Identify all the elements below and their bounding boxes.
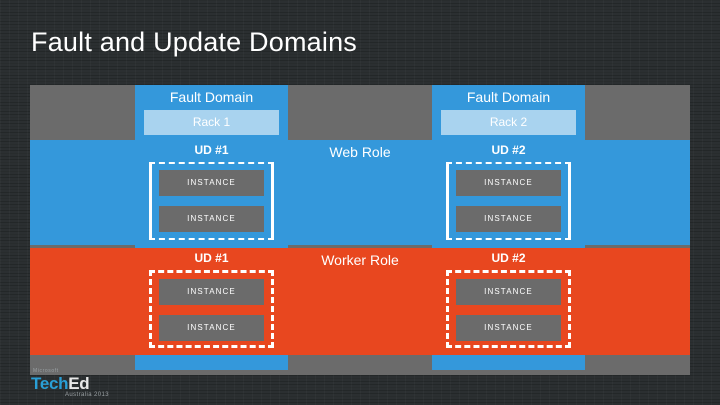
update-domain-group-ud1-worker: UD #1 INSTANCE INSTANCE — [135, 248, 288, 355]
logo-brand-text: Microsoft — [33, 368, 59, 374]
fault-domain-title: Fault Domain — [466, 89, 551, 105]
logo-wordmark: TechEd — [31, 374, 90, 394]
logo-wordmark-tech: Tech — [31, 374, 69, 393]
teched-logo: Microsoft TechEd Australia 2013 — [31, 368, 141, 401]
update-domain-group-ud2-web: UD #2 INSTANCE INSTANCE — [432, 140, 585, 245]
role-band-web: Web Role — [30, 140, 690, 245]
instance-container: INSTANCE INSTANCE — [446, 162, 571, 240]
update-domain-group-ud2-worker: UD #2 INSTANCE INSTANCE — [432, 248, 585, 355]
role-band-worker: Worker Role — [30, 248, 690, 355]
rack-band: Rack 2 — [441, 110, 576, 135]
update-domain-label: UD #2 — [491, 251, 526, 265]
instance-box: INSTANCE — [456, 206, 561, 232]
update-domain-label: UD #1 — [194, 143, 229, 157]
rack-label: Rack 1 — [192, 115, 231, 129]
instance-box: INSTANCE — [456, 315, 561, 341]
instance-box: INSTANCE — [159, 315, 264, 341]
fault-domain-title: Fault Domain — [169, 89, 254, 105]
update-domain-label: UD #2 — [491, 143, 526, 157]
instance-box: INSTANCE — [159, 206, 264, 232]
role-band-label: Web Role — [329, 144, 391, 160]
rack-label: Rack 2 — [489, 115, 528, 129]
instance-container: INSTANCE INSTANCE — [149, 270, 274, 348]
instance-box: INSTANCE — [159, 279, 264, 305]
page-title: Fault and Update Domains — [31, 27, 357, 58]
rack-band: Rack 1 — [144, 110, 279, 135]
fault-update-domain-diagram: Fault Domain Rack 1 Fault Domain Rack 2 … — [30, 85, 690, 375]
logo-event-text: Australia 2013 — [65, 392, 109, 398]
instance-box: INSTANCE — [456, 170, 561, 196]
update-domain-group-ud1-web: UD #1 INSTANCE INSTANCE — [135, 140, 288, 245]
update-domain-label: UD #1 — [194, 251, 229, 265]
role-band-label: Worker Role — [321, 252, 399, 268]
logo-wordmark-ed: Ed — [68, 374, 90, 393]
instance-box: INSTANCE — [159, 170, 264, 196]
instance-container: INSTANCE INSTANCE — [446, 270, 571, 348]
instance-container: INSTANCE INSTANCE — [149, 162, 274, 240]
instance-box: INSTANCE — [456, 279, 561, 305]
